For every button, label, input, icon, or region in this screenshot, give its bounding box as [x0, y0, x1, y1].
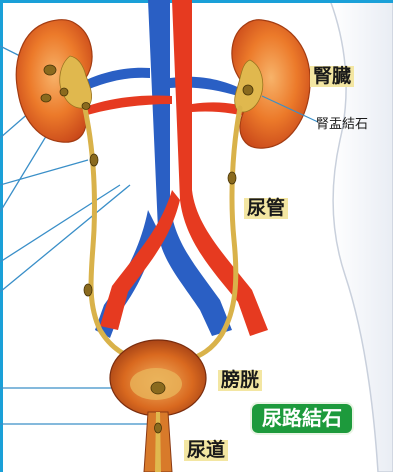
renal-pelvis-stone-label: 腎盂結石: [316, 118, 368, 131]
title-badge: 尿路結石: [252, 404, 352, 433]
ureter-label: 尿管: [244, 198, 288, 219]
frame-left: [0, 0, 3, 472]
kidney-label: 腎臓: [310, 66, 354, 87]
urethra-label: 尿道: [184, 440, 228, 461]
frame-top: [0, 0, 393, 3]
bladder-label: 膀胱: [218, 370, 262, 391]
vein: [74, 0, 240, 338]
